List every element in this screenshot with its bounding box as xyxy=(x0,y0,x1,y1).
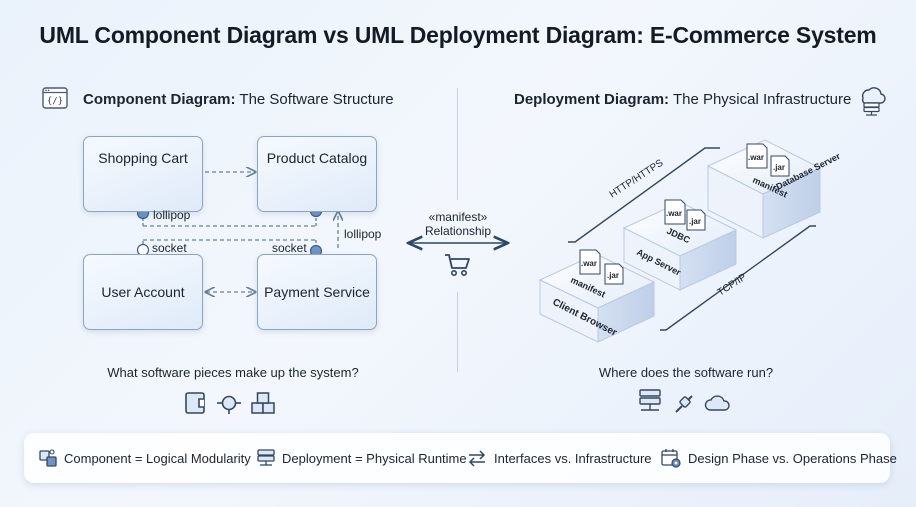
tcp-label: TCP/IP xyxy=(716,272,749,299)
legend-label: Component = Logical Modularity xyxy=(64,450,251,466)
manifest-relationship-label: «manifest» Relationship xyxy=(408,210,508,238)
http-connection xyxy=(568,147,720,243)
http-label: HTTP/HTTPS xyxy=(608,158,666,201)
deployment-icons xyxy=(639,389,730,413)
artifact-war-db: .war xyxy=(746,143,768,169)
deployment-question: Where does the software run? xyxy=(598,365,774,380)
legend-item-phase: Design Phase vs. Operations Phase xyxy=(660,433,897,483)
tcp-connection xyxy=(660,225,816,331)
legend-bar: Component = Logical Modularity Deploymen… xyxy=(24,433,897,483)
component-label: Product Catalog xyxy=(266,150,368,166)
artifact-war-client: .war xyxy=(579,249,601,275)
component-payment-service: Payment Service xyxy=(257,254,377,330)
component-icon xyxy=(39,449,57,467)
swap-arrows-icon xyxy=(468,450,486,467)
node-app-server xyxy=(622,201,738,291)
artifact-jar-app: .jar xyxy=(686,209,706,231)
section-divider-top xyxy=(457,88,458,200)
svg-text:.jar: .jar xyxy=(607,271,619,280)
svg-text:.jar: .jar xyxy=(689,217,701,226)
server-icon xyxy=(257,449,275,466)
component-section-title: Component Diagram: The Software Structur… xyxy=(83,91,394,108)
manifest-label-line1: «manifest» xyxy=(428,210,488,224)
component-icon xyxy=(185,392,205,414)
cart-socket-label: socket xyxy=(152,241,187,255)
component-icons xyxy=(185,392,275,414)
component-title-rest: The Software Structure xyxy=(235,91,394,108)
payment-lollipop-label: lollipop xyxy=(344,227,382,241)
deployment-title-rest: The Physical Infrastructure xyxy=(669,91,852,108)
interface-icon xyxy=(217,395,241,414)
component-user-account: User Account xyxy=(83,254,203,330)
legend-label: Deployment = Physical Runtime xyxy=(282,450,467,466)
deployment-section-title: Deployment Diagram: The Physical Infrast… xyxy=(514,91,851,108)
legend-label: Interfaces vs. Infrastructure xyxy=(494,450,652,466)
legend-item-interfaces: Interfaces vs. Infrastructure xyxy=(466,433,652,483)
component-question: What software pieces make up the system? xyxy=(107,365,359,380)
deployment-diagram: .war .jar manifest .war .jar JDBC .war .… xyxy=(538,139,842,343)
node-client-browser xyxy=(538,253,656,343)
svg-text:.jar: .jar xyxy=(773,163,785,172)
artifact-war-app: .war xyxy=(664,199,686,225)
cloud-server-icon xyxy=(861,87,886,116)
component-shopping-cart: Shopping Cart xyxy=(83,136,203,212)
artifact-jar-client: .jar xyxy=(604,263,624,285)
svg-text:{/}: {/} xyxy=(47,97,63,107)
svg-text:.war: .war xyxy=(748,153,764,162)
legend-item-deployment: Deployment = Physical Runtime xyxy=(256,433,467,483)
component-product-catalog: Product Catalog xyxy=(257,136,377,212)
plug-connector-icon xyxy=(675,395,693,413)
svg-text:.war: .war xyxy=(581,259,597,268)
component-label: Shopping Cart xyxy=(98,150,188,166)
payment-socket-label: socket xyxy=(272,241,307,255)
manifest-label-line2: Relationship xyxy=(424,224,492,238)
code-window-icon: {/} xyxy=(42,87,68,109)
page-title: UML Component Diagram vs UML Deployment … xyxy=(39,22,877,48)
component-label: User Account xyxy=(101,284,185,300)
cart-lollipop-label: lollipop xyxy=(153,208,191,222)
legend-item-component: Component = Logical Modularity xyxy=(38,433,251,483)
svg-text:.war: .war xyxy=(666,209,682,218)
component-label: Payment Service xyxy=(264,284,370,300)
shopping-cart-icon xyxy=(445,254,470,276)
section-divider-bottom xyxy=(457,292,458,372)
component-title-bold: Component Diagram: xyxy=(83,91,236,108)
legend-label: Design Phase vs. Operations Phase xyxy=(688,450,897,466)
cloud-icon xyxy=(704,395,730,411)
server-rack-icon xyxy=(639,389,661,411)
deployment-title-bold: Deployment Diagram: xyxy=(514,91,670,108)
package-icon xyxy=(251,392,275,414)
calendar-gear-icon xyxy=(661,449,681,468)
artifact-jar-db: .jar xyxy=(770,155,790,177)
